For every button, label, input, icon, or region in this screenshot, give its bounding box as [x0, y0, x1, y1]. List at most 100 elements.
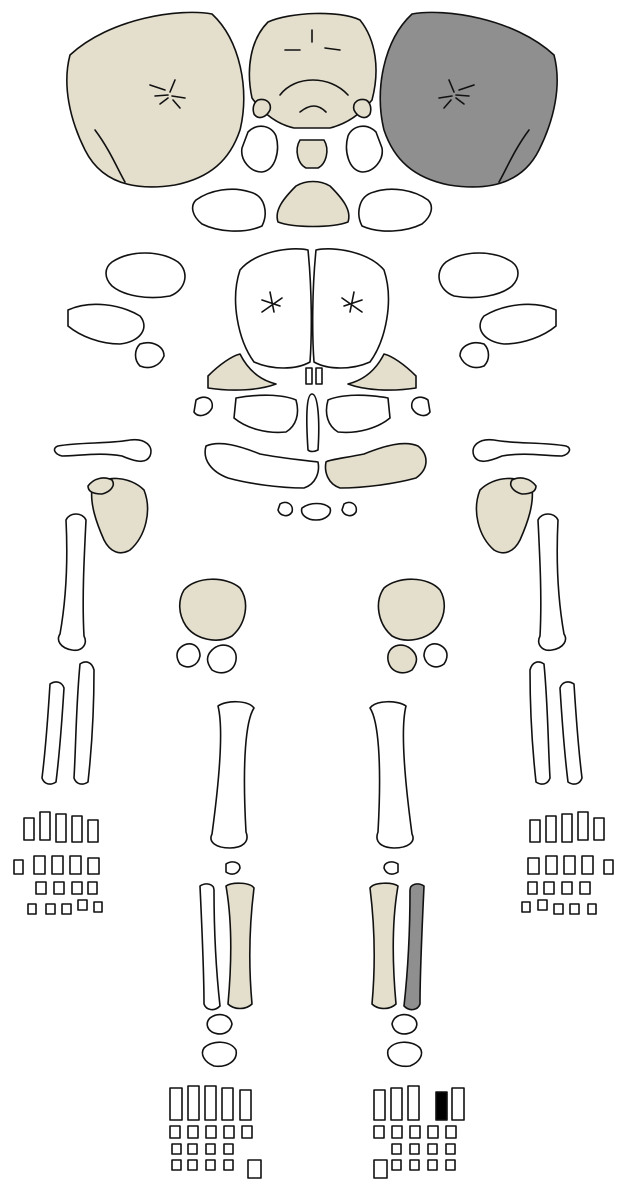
right-middle-phalanx-toe-4	[224, 1144, 233, 1154]
left-metacarpal-2	[546, 816, 556, 842]
right-mandible-ramus	[136, 343, 165, 368]
left-humerus	[538, 514, 566, 650]
left-proximal-phalanx-1	[528, 858, 539, 874]
left-temporal-squama	[359, 189, 431, 231]
right-metacarpal-2	[40, 812, 50, 840]
nasal-bone-left	[316, 368, 322, 384]
right-ulna	[74, 662, 94, 784]
hyoid-right-horn	[278, 502, 292, 515]
left-metatarsal-5	[374, 1090, 385, 1120]
right-fibula	[200, 884, 220, 1010]
left-hemimandible	[326, 444, 426, 488]
left-zygomatic	[480, 304, 556, 344]
right-talus	[207, 1015, 232, 1034]
left-palatine	[326, 395, 390, 432]
right-ischium	[177, 644, 200, 667]
right-sphenoid-greater-wing	[106, 253, 185, 298]
left-patella	[384, 862, 398, 874]
right-metatarsal-2	[188, 1086, 199, 1120]
frontal-facial-group	[68, 249, 556, 452]
right-metacarpal-4	[72, 816, 82, 842]
left-middle-phalanx-3	[562, 882, 572, 894]
left-mandible-ramus	[460, 343, 489, 368]
left-pubis	[388, 645, 417, 673]
left-distal-phalanx-4	[570, 904, 579, 914]
left-lacrimal	[412, 397, 430, 415]
left-middle-phalanx-toe-4	[392, 1144, 401, 1154]
right-distal-phalanx-toe-2	[188, 1160, 197, 1170]
right-proximal-phalanx-1	[14, 860, 23, 874]
left-metacarpal-1	[530, 820, 540, 842]
left-distal-phalanx-toe-1	[446, 1160, 455, 1170]
right-temporal-squama	[193, 189, 265, 231]
right-distal-phalanx-toe-3	[206, 1160, 215, 1170]
right-middle-phalanx-3	[54, 882, 64, 894]
upper-limb-group	[42, 514, 582, 784]
left-middle-phalanx-4	[580, 882, 590, 894]
right-middle-phalanx-toe-3	[206, 1144, 215, 1154]
right-calcaneus	[202, 1042, 236, 1066]
left-distal-phalanx-5	[588, 904, 596, 914]
left-metacarpal-5	[594, 818, 604, 840]
left-ischium	[424, 644, 447, 667]
left-distal-phalanx-toe-2	[428, 1160, 437, 1170]
right-temporal-petrous	[242, 126, 278, 172]
right-hemimandible	[205, 444, 318, 488]
right-distal-phalanx-1	[28, 904, 36, 914]
hyoid-body	[302, 504, 331, 521]
left-tibia	[370, 883, 398, 1008]
left-proximal-phalanx-2	[546, 856, 557, 874]
left-ilium	[378, 579, 444, 640]
left-middle-phalanx-1	[528, 882, 537, 894]
right-palatine	[234, 395, 298, 432]
lower-limb-group	[200, 702, 424, 1010]
right-ilium	[180, 579, 246, 640]
right-distal-phalanx-toe-4	[224, 1160, 233, 1170]
left-ulna	[530, 662, 550, 784]
right-metacarpal-1	[24, 818, 34, 840]
right-hand-group	[14, 812, 102, 914]
right-pubis	[208, 645, 237, 673]
left-proximal-phalanx-3	[564, 856, 575, 874]
vomer	[307, 394, 319, 452]
right-parietal	[67, 12, 244, 187]
left-distal-phalanx-toe-4	[392, 1160, 401, 1170]
right-proximal-phalanx-toe-5	[242, 1126, 252, 1138]
basioccipital	[297, 140, 327, 168]
right-metacarpal-5	[88, 820, 98, 842]
right-distal-phalanx-2	[46, 904, 55, 914]
left-distal-phalanx-2	[538, 900, 547, 910]
left-parietal	[380, 12, 557, 187]
right-metatarsal-4	[222, 1088, 233, 1120]
right-middle-phalanx-2	[36, 882, 46, 894]
hyoid-left-horn	[342, 502, 356, 515]
right-middle-phalanx-toe-1	[172, 1144, 181, 1154]
right-proximal-phalanx-toe-3	[206, 1126, 216, 1138]
right-zygomatic	[68, 304, 144, 344]
right-humerus	[59, 514, 87, 650]
right-lacrimal	[194, 397, 212, 415]
right-clavicle	[55, 440, 151, 462]
cranium-group	[67, 12, 557, 231]
right-proximal-phalanx-5	[88, 858, 99, 874]
right-distal-phalanx-5	[94, 902, 102, 912]
left-distal-phalanx-3	[554, 904, 563, 914]
left-temporal-petrous	[347, 126, 383, 172]
right-proximal-phalanx-4	[70, 856, 81, 874]
left-middle-phalanx-toe-1	[446, 1144, 455, 1154]
left-metatarsal-4	[391, 1088, 402, 1120]
left-middle-phalanx-2	[544, 882, 554, 894]
left-foot-group	[374, 1015, 464, 1178]
right-femur	[211, 702, 254, 848]
left-femur	[370, 702, 413, 848]
left-sphenoid-greater-wing	[439, 253, 518, 298]
left-proximal-phalanx-4	[582, 856, 593, 874]
left-middle-phalanx-toe-2	[428, 1144, 437, 1154]
right-proximal-phalanx-2	[34, 856, 45, 874]
right-middle-phalanx-toe-2	[188, 1144, 197, 1154]
right-foot-group	[170, 1015, 261, 1178]
right-middle-phalanx-4	[72, 882, 82, 894]
left-proximal-phalanx-5	[604, 860, 613, 874]
left-metatarsal-1	[452, 1088, 464, 1120]
right-middle-phalanx-5	[88, 882, 97, 894]
